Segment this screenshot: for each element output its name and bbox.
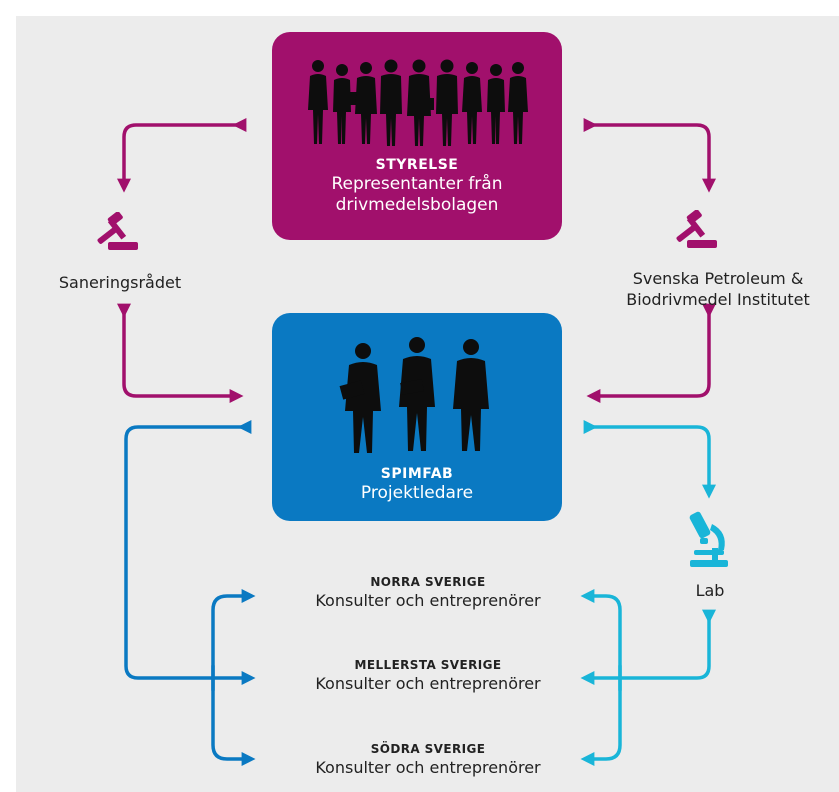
saneringsradet-label: Saneringsrådet	[58, 273, 182, 292]
region-title: SÖDRA SVERIGE	[370, 742, 486, 756]
styrelse-box: STYRELSE Representanter från drivmedelsb…	[272, 32, 562, 240]
styrelse-subtitle-line1: Representanter från	[331, 174, 503, 194]
arrow-spimfab-mellersta	[124, 420, 256, 685]
spbi-label: Svenska Petroleum & Biodrivmedel Institu…	[600, 268, 836, 310]
arrow-bracket-right-sodra	[580, 664, 622, 766]
region-mellersta: MELLERSTA SVERIGE Konsulter och entrepre…	[278, 657, 578, 695]
region-subtitle: Konsulter och entreprenörer	[315, 674, 541, 693]
arrow-styrelse-spbi	[583, 118, 716, 193]
spbi-label-line2: Biodrivmedel Institutet	[626, 290, 810, 309]
gavel-icon	[676, 210, 717, 248]
arrow-spimfab-lab	[583, 420, 716, 499]
spimfab-box: SPIMFAB Projektledare	[272, 313, 562, 521]
region-sodra: SÖDRA SVERIGE Konsulter och entreprenöre…	[278, 741, 578, 779]
people-group-icon	[308, 59, 528, 146]
arrow-spbi-spimfab	[586, 303, 716, 403]
arrow-saneringsradet-spimfab	[117, 303, 244, 403]
gavel-icon	[97, 212, 138, 250]
region-subtitle: Konsulter och entreprenörer	[315, 758, 541, 777]
spbi-label-line1: Svenska Petroleum &	[632, 269, 804, 288]
styrelse-title: STYRELSE	[375, 157, 459, 173]
region-title: NORRA SVERIGE	[370, 575, 486, 589]
region-title: MELLERSTA SVERIGE	[354, 658, 502, 672]
microscope-icon	[689, 511, 728, 567]
arrow-bracket-right-norra	[580, 589, 622, 692]
arrow-bracket-sodra	[211, 664, 256, 766]
region-subtitle: Konsulter och entreprenörer	[315, 591, 541, 610]
styrelse-subtitle-line2: drivmedelsbolagen	[335, 195, 499, 215]
spimfab-title: SPIMFAB	[380, 466, 454, 482]
businessmen-icon	[339, 337, 489, 453]
arrow-styrelse-saneringsradet	[117, 118, 247, 193]
region-norra: NORRA SVERIGE Konsulter och entreprenöre…	[278, 574, 578, 612]
spimfab-subtitle: Projektledare	[360, 483, 474, 503]
lab-label: Lab	[695, 581, 725, 600]
arrow-bracket-norra	[211, 589, 256, 692]
arrow-lab-mellersta	[580, 609, 716, 685]
